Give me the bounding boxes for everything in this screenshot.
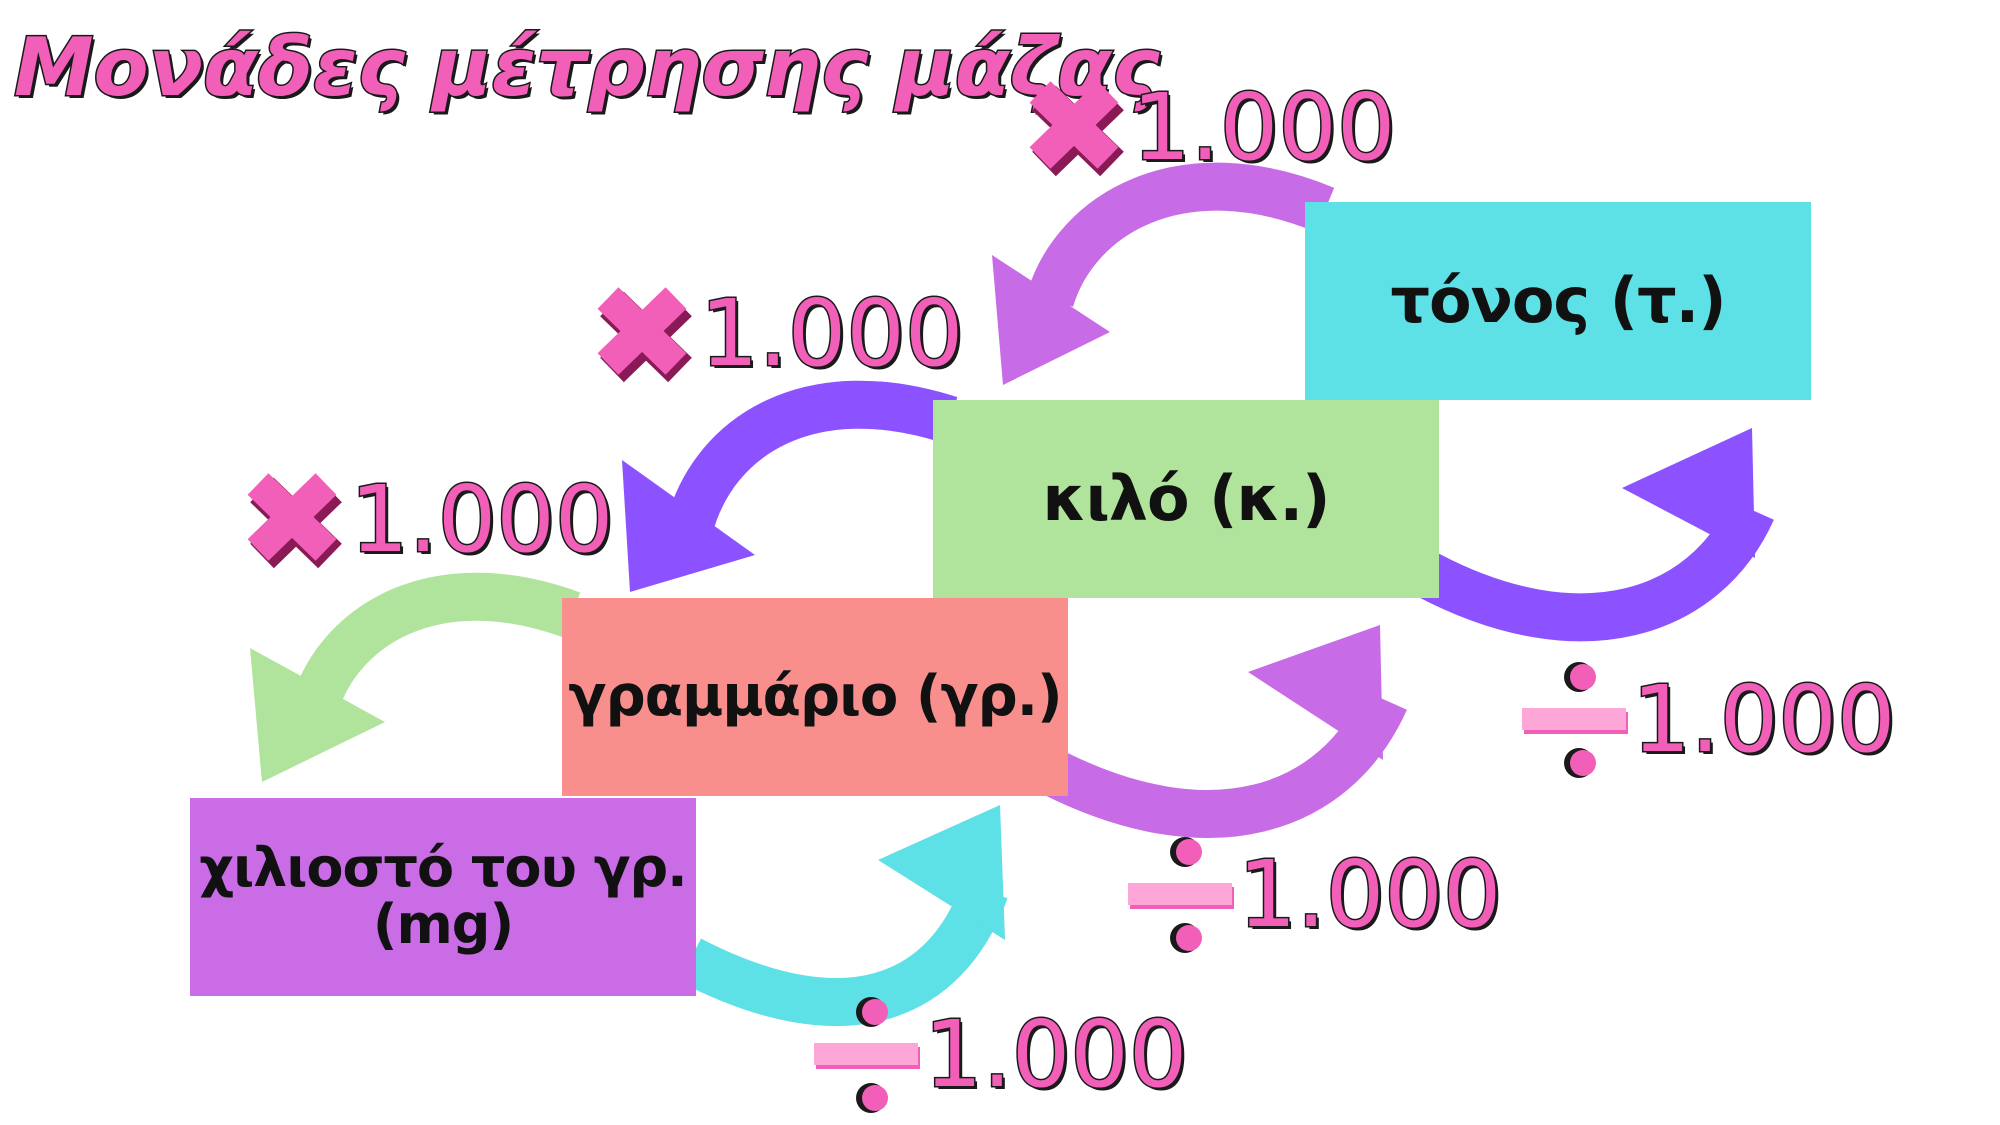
milligram-box: χιλιοστό του γρ. (mg) — [190, 798, 696, 996]
multiply-label-kilo-to-gram: 1.000 — [590, 280, 965, 387]
divide-icon — [814, 997, 920, 1113]
page-title: Μονάδες μέτρησης μάζας — [12, 21, 1160, 114]
arrow-kilo-to-ton-icon — [1416, 428, 1774, 642]
multiply-label-ton-to-kilo: 1.000 — [1022, 74, 1397, 181]
divide-label-kilo-to-ton: 1.000 — [1522, 655, 1897, 785]
divide-icon — [1128, 837, 1234, 953]
divide-label-gram-to-kilo: 1.000 — [1128, 830, 1503, 960]
arrow-milligram-to-gram-icon — [679, 805, 1008, 1027]
multiply-icon — [247, 473, 342, 569]
divide-icon — [1522, 662, 1628, 778]
arrow-ton-to-kilo-icon — [992, 162, 1335, 385]
milligram-label-line1: χιλιοστό του γρ. — [199, 836, 687, 900]
multiply-value: 1.000 — [348, 466, 614, 573]
arrow-gram-to-kilo-icon — [1041, 625, 1407, 838]
divide-value: 1.000 — [1236, 841, 1502, 948]
kilo-box: κιλό (κ.) — [933, 400, 1439, 598]
multiply-label-gram-to-milligram: 1.000 — [240, 466, 615, 573]
kilo-label: κιλό (κ.) — [1042, 462, 1331, 536]
divide-label-milligram-to-gram: 1.000 — [814, 990, 1189, 1120]
ton-label: τόνος (τ.) — [1390, 264, 1726, 338]
divide-value: 1.000 — [922, 1001, 1188, 1108]
arrow-gram-to-milligram-icon — [250, 572, 581, 782]
divide-value: 1.000 — [1630, 666, 1896, 773]
multiply-value: 1.000 — [1130, 74, 1396, 181]
ton-box: τόνος (τ.) — [1305, 202, 1811, 400]
milligram-label-line2: (mg) — [372, 893, 514, 956]
multiply-value: 1.000 — [698, 280, 964, 387]
gram-label: γραμμάριο (γρ.) — [568, 663, 1062, 729]
multiply-icon — [1029, 81, 1124, 177]
arrow-kilo-to-gram-icon — [622, 380, 958, 592]
gram-box: γραμμάριο (γρ.) — [562, 598, 1068, 796]
multiply-icon — [597, 287, 692, 383]
